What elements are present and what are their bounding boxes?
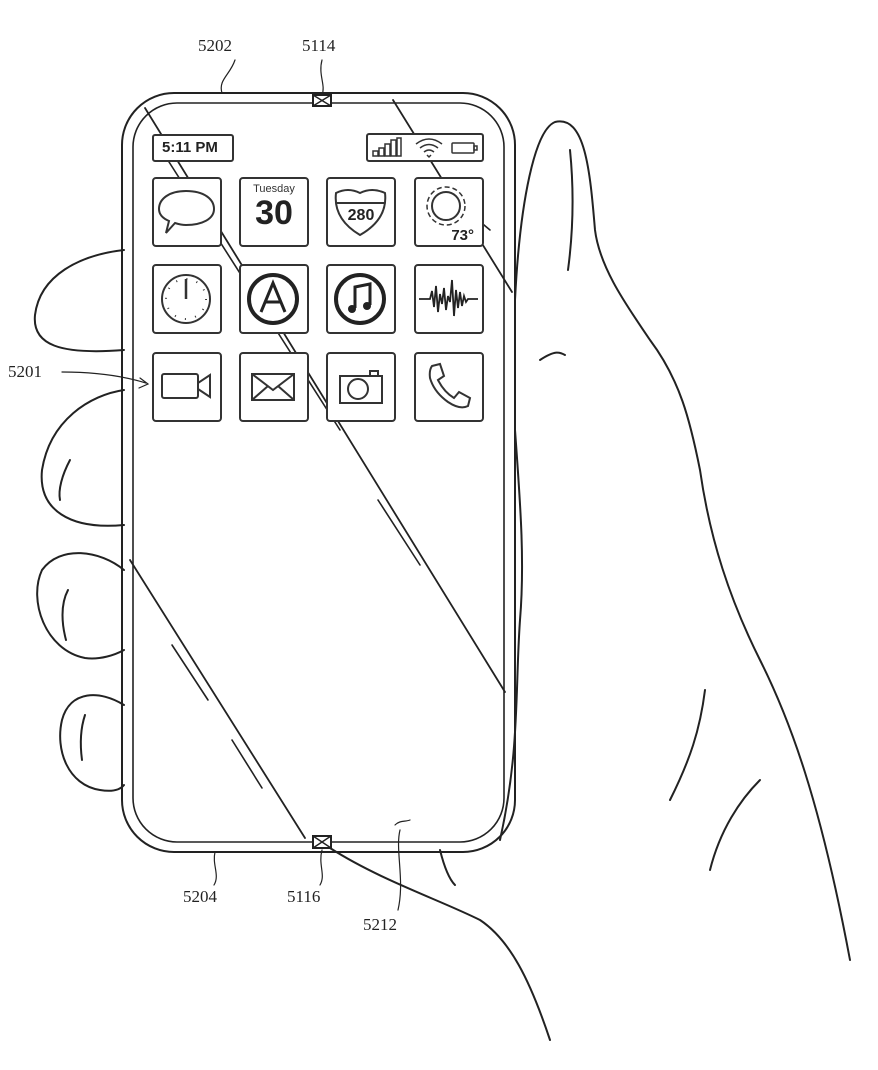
app-phone[interactable] xyxy=(414,352,484,422)
device-outer xyxy=(121,92,516,853)
app-voice-memos[interactable] xyxy=(414,264,484,334)
sun-icon xyxy=(426,186,466,226)
app-maps[interactable]: 280 xyxy=(326,177,396,247)
app-camera[interactable] xyxy=(326,352,396,422)
app-mail[interactable] xyxy=(239,352,309,422)
ref-label-top-sensor: 5114 xyxy=(302,36,336,55)
battery-icon xyxy=(451,142,478,154)
video-camera-icon xyxy=(161,373,211,399)
hand-outline xyxy=(514,120,851,961)
finger-2 xyxy=(40,389,125,527)
weather-temperature: 73° xyxy=(451,227,474,244)
ref-label-bottom-sensor: 5116 xyxy=(287,887,321,906)
app-store-icon xyxy=(247,273,299,325)
app-messages[interactable] xyxy=(152,177,222,247)
wifi-icon xyxy=(415,138,443,159)
highway-number: 280 xyxy=(347,207,375,224)
ref-label-device-top: 5202 xyxy=(198,36,232,55)
finger-1 xyxy=(33,249,125,353)
music-note-icon xyxy=(334,273,386,325)
camera-icon xyxy=(339,370,383,404)
speech-bubble-icon xyxy=(157,189,216,234)
waveform-icon xyxy=(419,279,478,317)
highway-shield-icon xyxy=(334,189,387,237)
app-music[interactable] xyxy=(326,264,396,334)
ref-label-device-bottom: 5204 xyxy=(183,887,217,906)
hand-palm-line xyxy=(499,429,524,841)
reflection-line xyxy=(129,559,306,839)
ref-label-icon-grid: 5201 xyxy=(8,362,42,381)
hand-wrist-line xyxy=(329,847,551,1041)
status-time: 5:11 PM xyxy=(152,134,234,162)
app-weather[interactable]: 73° xyxy=(414,177,484,247)
signal-icon xyxy=(372,137,402,157)
finger-4 xyxy=(59,694,125,792)
phone-handset-icon xyxy=(428,362,472,409)
app-clock[interactable] xyxy=(152,264,222,334)
app-store[interactable] xyxy=(239,264,309,334)
ref-label-touch-screen: 5212 xyxy=(363,915,397,934)
finger-3 xyxy=(36,552,125,660)
calendar-date: 30 xyxy=(255,194,293,232)
envelope-icon xyxy=(251,373,295,401)
calendar-day: Tuesday xyxy=(253,183,295,195)
clock-icon xyxy=(161,274,211,324)
status-indicators xyxy=(366,133,484,162)
app-calendar[interactable]: Tuesday 30 xyxy=(239,177,309,247)
app-video[interactable] xyxy=(152,352,222,422)
